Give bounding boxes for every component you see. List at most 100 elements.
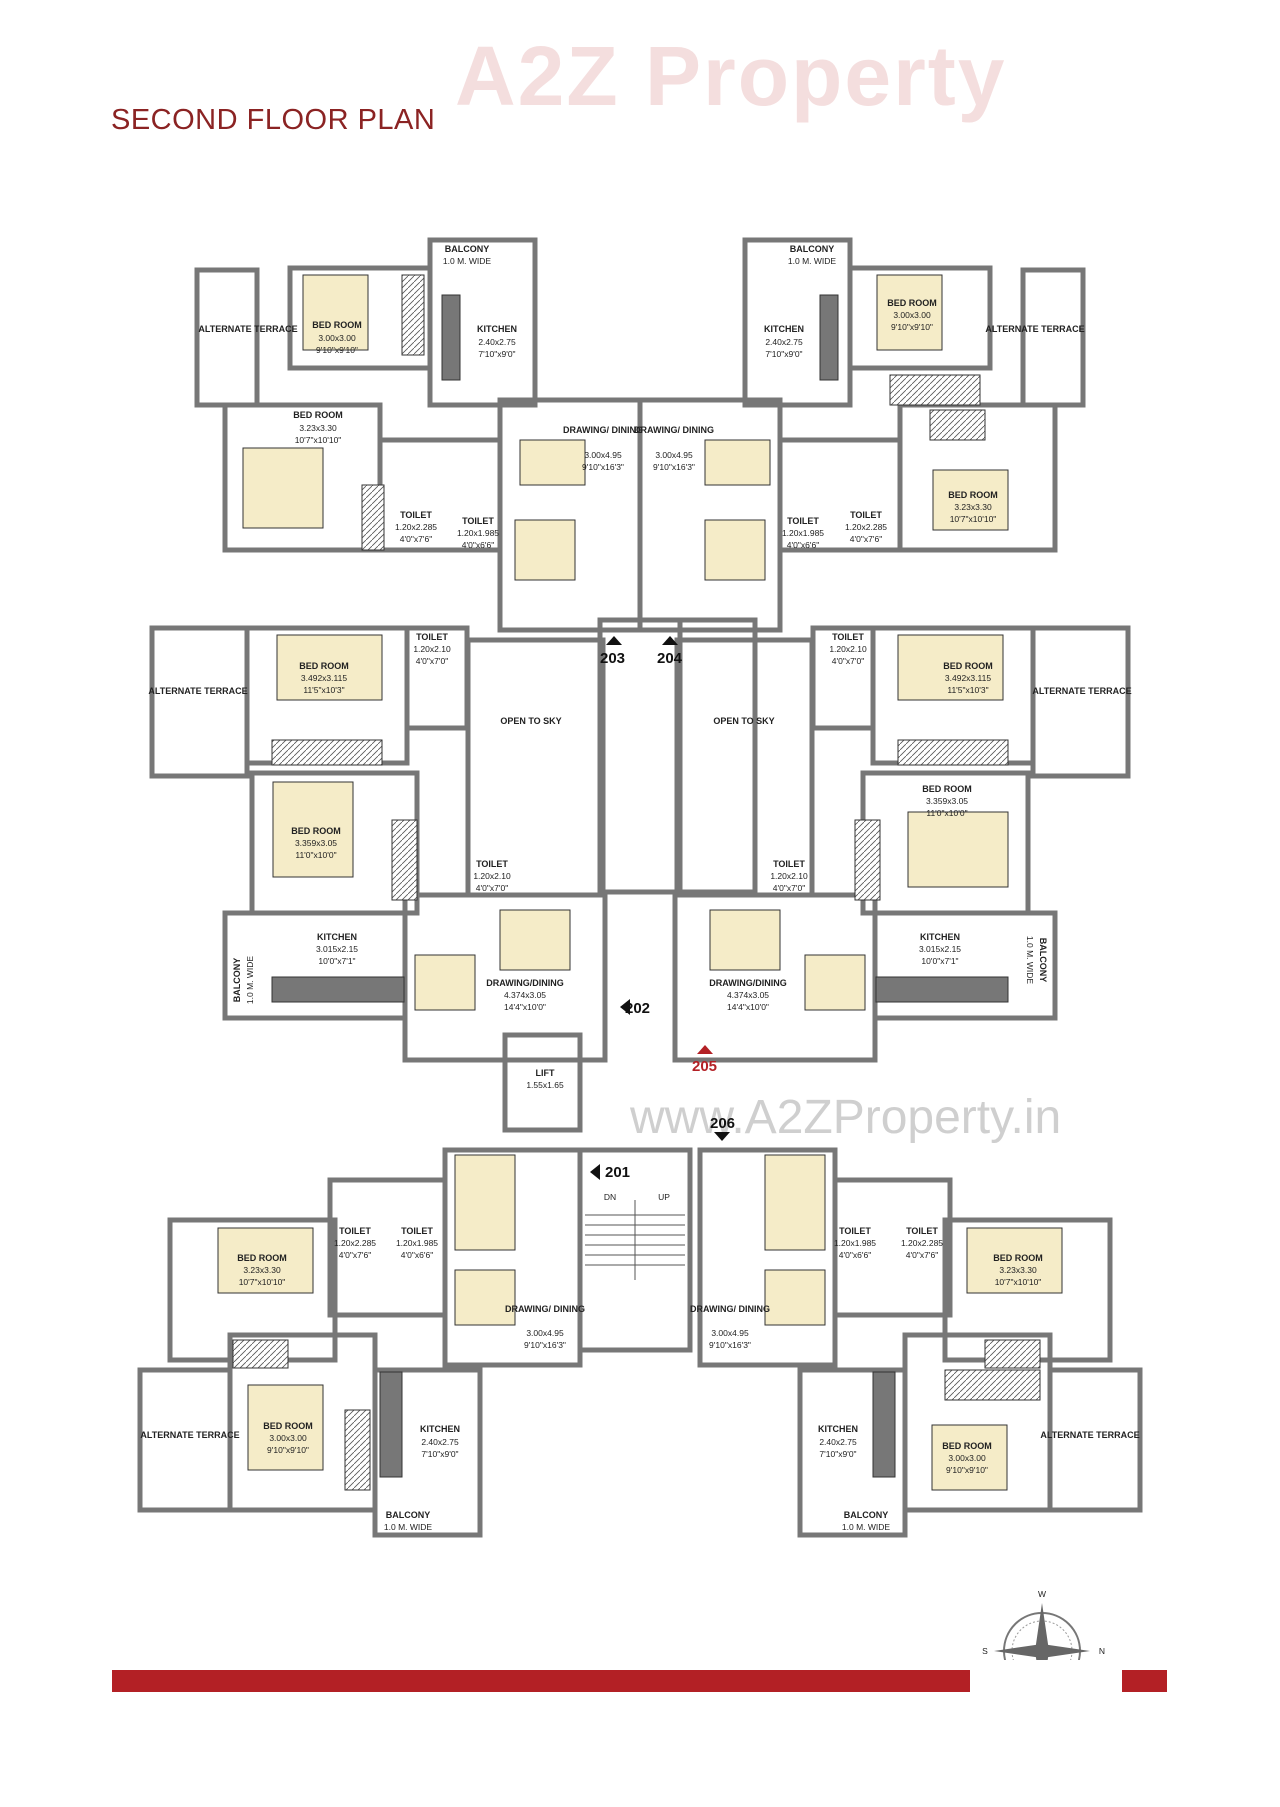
room-dim: 2.40x2.75 (819, 1437, 857, 1447)
room-dim: 7'10"x9'0" (819, 1449, 856, 1459)
wardrobe (854, 819, 881, 901)
room-label: OPEN TO SKY (713, 716, 774, 726)
brand-watermark: A2Z Property (455, 28, 1006, 125)
room-dim: 3.015x2.15 (316, 944, 358, 954)
room-dim: 3.00x4.95 (655, 450, 693, 460)
room-label: TOILET (462, 516, 494, 526)
room-dim: 2.40x2.75 (765, 337, 803, 347)
stair-up-label: UP (658, 1192, 670, 1202)
room-dim: 1.20x2.10 (829, 644, 867, 654)
room-label: TOILET (906, 1226, 938, 1236)
room-dim: 9'10"x16'3" (582, 462, 624, 472)
footer-bar-left (112, 1670, 970, 1692)
room-label: BED ROOM (887, 298, 937, 308)
room-dim: 4'0"x7'0" (773, 883, 805, 893)
compass-rose-icon: W E S N (982, 1589, 1105, 1660)
room-dim: 3.00x3.00 (318, 333, 356, 343)
room-dim: 3.00x4.95 (526, 1328, 564, 1338)
bed (242, 447, 324, 529)
room-dim: 1.20x2.10 (770, 871, 808, 881)
room-dim: 10'0"x7'1" (921, 956, 958, 966)
room-dim: 10'7"x10'10" (995, 1277, 1042, 1287)
room-dim: 1.0 M. WIDE (443, 256, 492, 266)
room-dim: 11'0"x10'0" (295, 850, 336, 860)
room-label: LIFT (536, 1068, 555, 1078)
flat-number-201: 201 (605, 1164, 630, 1181)
room-dim: 4'0"x6'6" (462, 540, 494, 550)
room-label: TOILET (476, 859, 508, 869)
room-dim: 3.359x3.05 (926, 796, 968, 806)
lift-shaft (502, 1032, 583, 1133)
room-dim: 10'7"x10'10" (295, 435, 342, 445)
room-label: BED ROOM (942, 1441, 992, 1451)
room-dim: 3.00x4.95 (711, 1328, 749, 1338)
wardrobe (889, 374, 981, 406)
room-dim: 4'0"x7'6" (906, 1250, 938, 1260)
room-label: TOILET (839, 1226, 871, 1236)
flat-number-202: 202 (625, 1000, 650, 1017)
bed (302, 274, 369, 351)
room-dim: 1.0 M. WIDE (788, 256, 837, 266)
room-label: BED ROOM (293, 410, 343, 420)
room-dim: 3.015x2.15 (919, 944, 961, 954)
entry-arrow-icon (620, 999, 630, 1015)
room-dim: 1.0 M. WIDE (1025, 936, 1035, 985)
flat-205-furniture (709, 634, 1009, 1011)
room-label: BALCONY (844, 1510, 889, 1520)
room-dim: 2.40x2.75 (478, 337, 516, 347)
room-label: ALTERNATE TERRACE (148, 686, 247, 696)
room-label: BED ROOM (237, 1253, 287, 1263)
room-dim: 9'10"x9'10" (267, 1445, 309, 1455)
room-dim: 1.20x2.10 (473, 871, 511, 881)
room-dim: 3.492x3.115 (945, 673, 991, 683)
flat-206-walls (697, 1147, 1143, 1538)
flat-206-furniture (764, 1154, 1063, 1491)
room-dim: 4'0"x6'6" (401, 1250, 433, 1260)
room-dim: 3.00x4.95 (584, 450, 622, 460)
wardrobe (897, 739, 1009, 766)
room-label: DRAWING/ DINING (505, 1304, 585, 1314)
flat-202-furniture (271, 634, 571, 1011)
room-dim: 3.23x3.30 (243, 1265, 281, 1275)
room-label: ALTERNATE TERRACE (1032, 686, 1131, 696)
room-dim: 4'0"x7'0" (416, 656, 448, 666)
room-dim: 1.0 M. WIDE (384, 1522, 433, 1532)
room-dim: 11'5"x10'3" (947, 685, 988, 695)
room-label: BED ROOM (948, 490, 998, 500)
room-label: KITCHEN (420, 1424, 460, 1434)
wardrobe (944, 1369, 1041, 1401)
room-dim: 4'0"x7'0" (476, 883, 508, 893)
stair-down-label: DN (604, 1192, 616, 1202)
room-label: ALTERNATE TERRACE (985, 324, 1084, 334)
room-dim: 9'10"x16'3" (653, 462, 695, 472)
room-dim: 4'0"x7'6" (850, 534, 882, 544)
room-dim: 4'0"x6'6" (839, 1250, 871, 1260)
room-label: BED ROOM (993, 1253, 1043, 1263)
flat-number-203: 203 (600, 650, 625, 667)
room-dim: 4'0"x7'6" (400, 534, 432, 544)
room-dim: 9'10"x9'10" (946, 1465, 988, 1475)
room-dim: 4'0"x6'6" (787, 540, 819, 550)
room-dim: 1.55x1.65 (526, 1080, 564, 1090)
room-label: BALCONY (232, 958, 242, 1003)
wardrobe (401, 274, 425, 356)
room-label: DRAWING/ DINING (563, 425, 643, 435)
room-dim: 9'10"x16'3" (709, 1340, 751, 1350)
entry-arrow-icon (590, 1164, 600, 1180)
room-dim: 7'10"x9'0" (765, 349, 802, 359)
room-dim: 3.359x3.05 (295, 838, 337, 848)
room-dim: 10'7"x10'10" (239, 1277, 286, 1287)
room-dim: 1.20x2.285 (845, 522, 887, 532)
sofa (514, 519, 576, 581)
room-dim: 1.20x2.285 (334, 1238, 376, 1248)
room-dim: 10'0"x7'1" (318, 956, 355, 966)
entry-arrow-icon (697, 1045, 713, 1054)
room-label: BED ROOM (943, 661, 993, 671)
room-dim: 1.20x2.285 (395, 522, 437, 532)
room-label: ALTERNATE TERRACE (1040, 1430, 1139, 1440)
wardrobe (984, 1339, 1041, 1369)
room-dim: 1.20x1.985 (396, 1238, 438, 1248)
open-to-sky-right (677, 617, 758, 895)
room-dim: 3.23x3.30 (999, 1265, 1037, 1275)
dining-table (519, 439, 586, 486)
